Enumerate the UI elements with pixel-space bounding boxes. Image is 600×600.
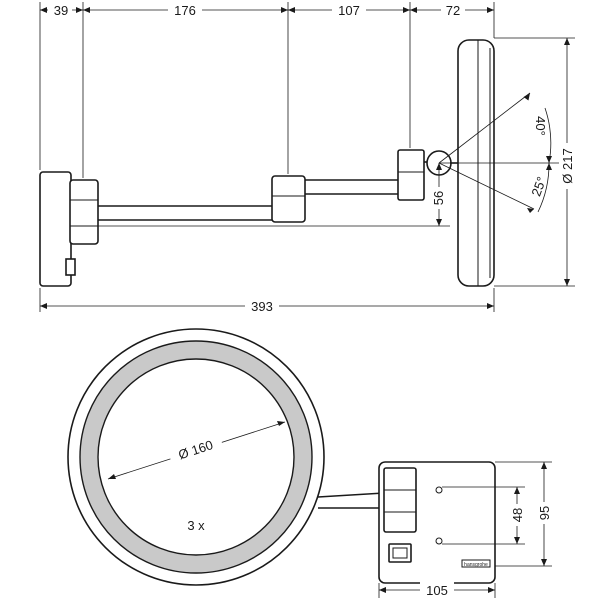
arm-offset-dimension: 56 [98,163,450,227]
arm-segment-1 [98,205,272,221]
dim-48: 48 [510,508,525,522]
mirror-joint [397,149,425,201]
front-view: Ø 160 3 x hansgrohe [67,328,496,586]
dim-176: 176 [174,3,196,18]
angle-40: 40° [533,116,548,136]
dim-393: 393 [251,299,273,314]
middle-joint [271,175,306,223]
dim-95: 95 [537,506,552,520]
top-dimensions: 39 176 107 72 [39,2,495,178]
switch-front [388,543,412,563]
dim-39: 39 [54,3,68,18]
base-height-dimensions: 48 95 [442,461,552,567]
tilt-angles: 40° 25° [438,92,552,213]
brand-badge [461,559,491,568]
dim-107: 107 [338,3,360,18]
base-joint-front [383,467,417,533]
wall-joint [69,179,99,245]
dim-217: Ø 217 [560,148,575,183]
dim-56: 56 [431,191,446,205]
magnification-label: 3 x [187,518,205,533]
mirror-diameter-dimension: Ø 217 [494,37,575,287]
arm-segment-2 [305,179,400,195]
overall-width-dimension: 393 [39,288,495,314]
dim-105: 105 [426,583,448,598]
dim-72: 72 [446,3,460,18]
front-arm [317,492,385,509]
screw-hole-bottom [435,537,443,545]
switch-button [65,258,76,276]
side-view [39,39,575,287]
screw-hole-top [435,486,443,494]
brand-label: hansgrohe [464,562,488,568]
base-width-dimension: 105 [378,582,496,599]
angle-25: 25° [528,175,549,199]
